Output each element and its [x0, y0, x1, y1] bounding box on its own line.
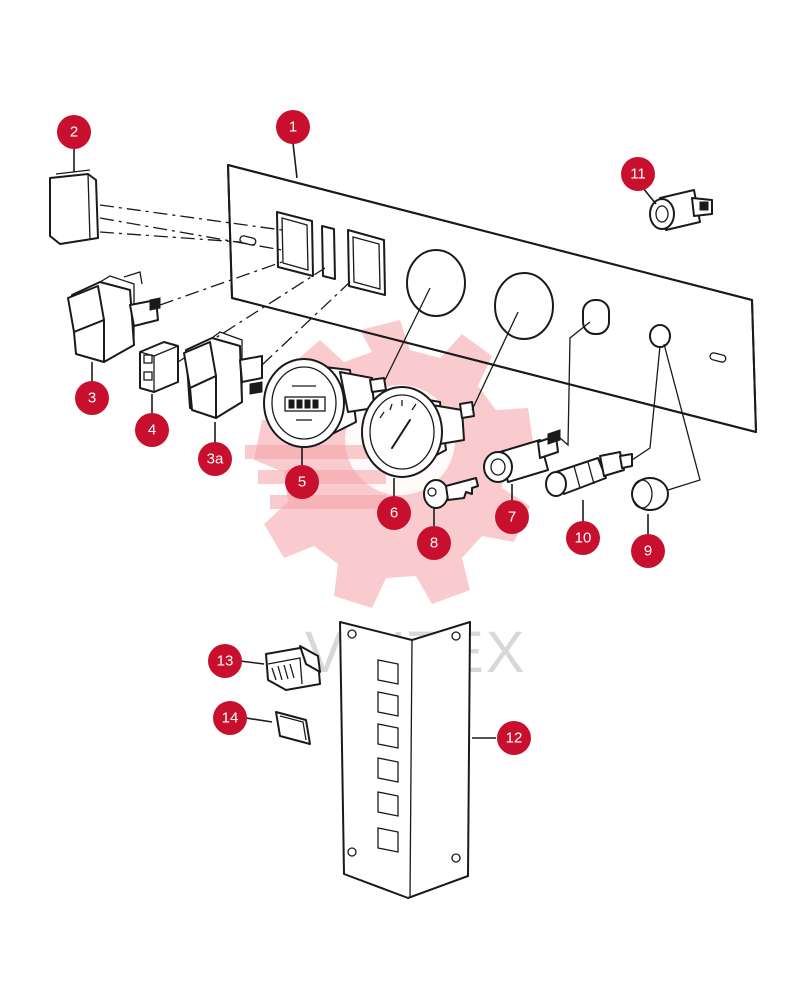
hour-meter [263, 358, 387, 448]
blank-cover [49, 169, 99, 245]
callout-9: 9 [631, 534, 665, 568]
callout-13-label: 13 [217, 653, 234, 670]
callout-14: 14 [213, 701, 247, 735]
callout-3a: 3a [198, 442, 232, 476]
side-bracket [339, 621, 471, 899]
indicator-light [545, 451, 633, 497]
callout-4-label: 4 [148, 422, 156, 439]
callout-3-label: 3 [88, 390, 96, 407]
connector-11 [649, 189, 713, 231]
callout-8: 8 [417, 526, 451, 560]
callout-1-label: 1 [289, 119, 297, 136]
button-cap [631, 477, 669, 511]
lens-14 [275, 711, 311, 745]
callout-6-label: 6 [390, 505, 398, 522]
callout-2-label: 2 [70, 124, 78, 141]
gauge [361, 386, 475, 478]
switch-housing [265, 645, 321, 691]
callout-7: 7 [495, 500, 529, 534]
callout-11: 11 [621, 157, 655, 191]
callout-1: 1 [276, 110, 310, 144]
callout-8-label: 8 [430, 535, 438, 552]
rocker-switch-3a [183, 331, 263, 419]
callout-11-label: 11 [630, 166, 646, 183]
callout-9-label: 9 [644, 543, 652, 560]
callout-14-label: 14 [222, 710, 239, 727]
callout-3: 3 [75, 381, 109, 415]
callout-10-label: 10 [575, 530, 592, 547]
ignition-key [423, 477, 479, 509]
callout-arrows [73, 142, 657, 739]
callout-7-label: 7 [508, 509, 516, 526]
callout-4: 4 [135, 413, 169, 447]
callout-12: 12 [497, 721, 531, 755]
rocker-switch-3 [67, 271, 161, 363]
key-switch [483, 429, 561, 483]
instrument-panel [227, 164, 757, 433]
callout-6: 6 [377, 496, 411, 530]
callout-5-label: 5 [298, 474, 306, 491]
callout-10: 10 [566, 521, 600, 555]
callout-13: 13 [208, 644, 242, 678]
callout-3a-label: 3a [207, 451, 224, 468]
callout-2: 2 [57, 115, 91, 149]
callout-12-label: 12 [506, 730, 523, 747]
switch-module-4 [139, 341, 179, 393]
callout-5: 5 [285, 465, 319, 499]
